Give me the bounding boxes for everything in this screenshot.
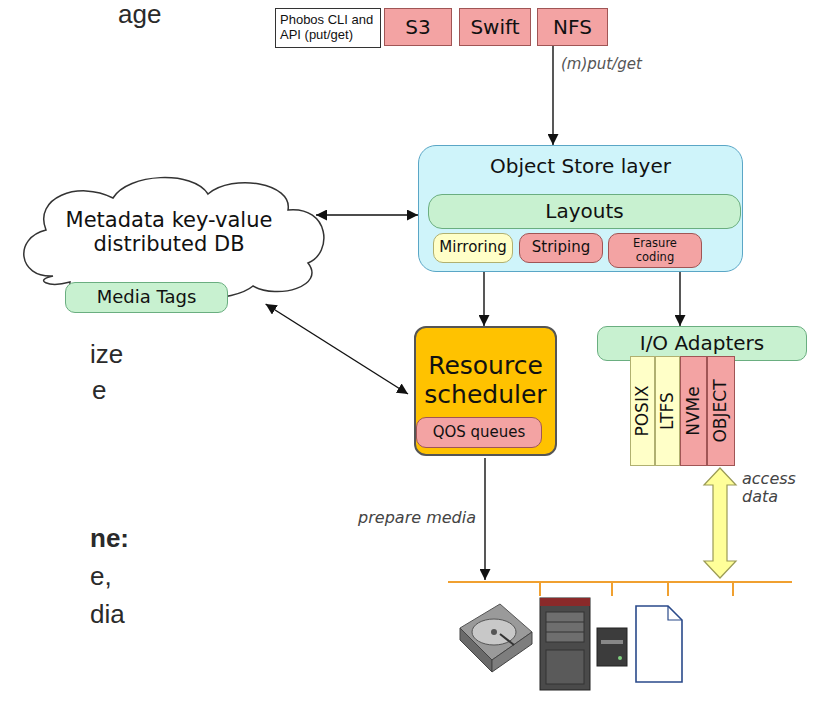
node-label: I/O Adapters [640, 332, 765, 355]
arrow-label: access data [742, 470, 808, 507]
node-label: Metadata key-value distributed DB [49, 208, 289, 256]
node-label: Swift [470, 16, 519, 39]
connector-arrow [316, 214, 418, 215]
slide-text-fragment: ize [90, 340, 123, 370]
scheduler-box: Resource schedulerQOS queues [414, 326, 557, 456]
node-label: S3 [405, 16, 430, 39]
hard-disk-icon [460, 604, 532, 672]
node-label: Phobos CLI and API (put/get) [280, 13, 376, 43]
tag-box: Media Tags [65, 282, 228, 313]
slide-text-fragment: ne: [90, 524, 129, 554]
edge-label: (m)put/get [559, 55, 644, 73]
storage-bus [448, 582, 792, 596]
layout-box: Mirroring [433, 233, 513, 263]
adapter-box: POSIX [630, 356, 655, 466]
node-label: Striping [532, 239, 590, 256]
node-label: NFS [553, 16, 592, 39]
layout-box: Striping [519, 233, 603, 263]
slide-text-fragment: e [92, 376, 106, 406]
prepare-media-arrow [484, 458, 485, 580]
arrow-label: prepare media [358, 509, 476, 527]
adapter-box: NVMe [680, 356, 707, 466]
protocol-box: Swift [459, 8, 531, 46]
slide-text-fragment: e, [90, 562, 112, 592]
node-label: Mirroring [439, 239, 506, 256]
client-box: Phobos CLI and API (put/get) [275, 8, 381, 48]
slide-text-fragment: age [118, 0, 161, 30]
adapter-box: LTFS [655, 356, 680, 466]
queue-box: QOS queues [416, 417, 542, 448]
node-label: POSIX [633, 385, 653, 436]
tape-drive-icon [597, 628, 627, 666]
node-label: LTFS [658, 392, 678, 430]
tape-library-icon [540, 598, 590, 690]
connector-arrow [266, 304, 408, 394]
adapter-box: OBJECT [707, 356, 735, 466]
slide-text-fragment: dia [90, 600, 125, 630]
access-data-arrow [704, 468, 736, 578]
layout-box: Erasure coding [608, 233, 702, 268]
node-label: QOS queues [433, 424, 526, 441]
connector-arrow [552, 46, 553, 145]
node-label: Resource scheduler [420, 352, 551, 410]
node-label: Object Store layer [490, 155, 671, 178]
node-label: Layouts [545, 200, 623, 223]
protocol-box: S3 [384, 8, 452, 46]
layouts-bar: Layouts [428, 194, 741, 229]
node-label: Media Tags [97, 287, 197, 308]
file-icon [636, 606, 682, 682]
node-label: NVMe [684, 386, 704, 435]
layer-box: Object Store layerLayoutsMirroring Stripi… [418, 145, 743, 272]
connector-arrow [483, 272, 484, 326]
node-label: OBJECT [711, 379, 731, 442]
database-cloud: Metadata key-value distributed DBMedia T… [8, 168, 330, 298]
node-label: Erasure coding [613, 237, 697, 263]
connector-arrow [679, 272, 680, 326]
protocol-box: NFS [537, 8, 608, 46]
